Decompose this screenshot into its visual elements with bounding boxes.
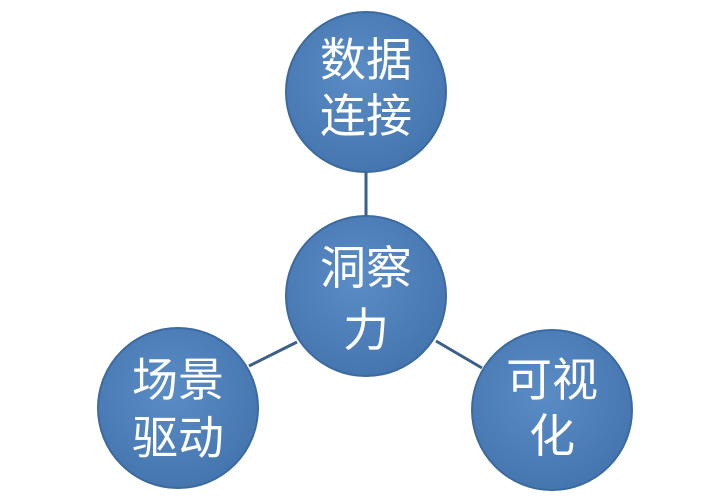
node-label-line1: 场景 [132,353,224,407]
node-insight: 洞察 力 [285,215,447,377]
node-label-line2: 驱动 [132,411,224,465]
node-label-line1: 可视 [506,353,598,407]
node-label-line2: 连接 [320,89,412,143]
node-label-line1: 数据 [320,33,412,87]
node-circle [97,327,259,489]
node-scenario-driven: 场景 驱动 [97,327,259,489]
node-circle [471,329,633,491]
node-label-line2: 力 [343,303,389,357]
node-data-connection: 数据 连接 [285,11,447,173]
connector-right [435,339,483,370]
node-visualization: 可视 化 [471,329,633,491]
node-circle [285,215,447,377]
node-circle [285,11,447,173]
connector-left [248,340,298,368]
node-label-line1: 洞察 [320,241,412,295]
node-label-line2: 化 [529,409,575,463]
